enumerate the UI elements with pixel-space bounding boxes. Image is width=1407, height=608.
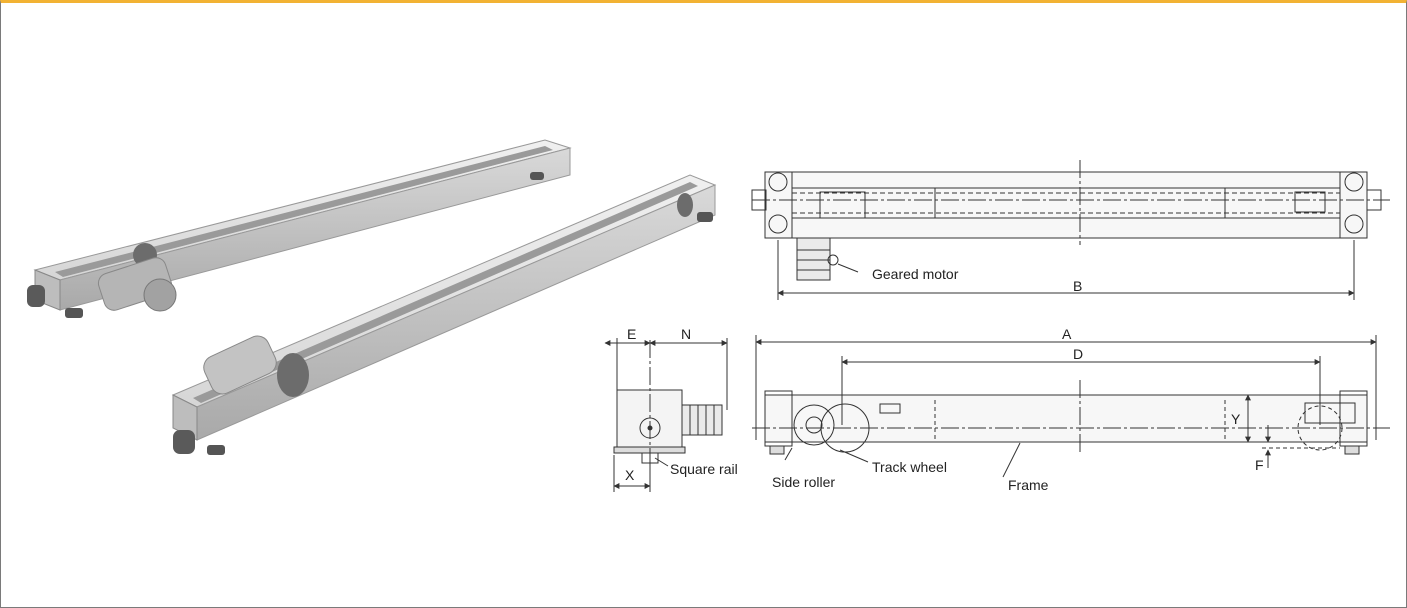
- rear-motor-photo: [97, 257, 177, 312]
- label-geared-motor: Geared motor: [872, 266, 959, 282]
- label-square-rail: Square rail: [670, 461, 738, 477]
- end-view: [604, 338, 728, 492]
- front-beam: [171, 174, 717, 455]
- label-frame: Frame: [1008, 477, 1049, 493]
- dim-n: N: [681, 326, 691, 342]
- rear-beam: [27, 139, 572, 318]
- front-motor-photo: [203, 335, 277, 395]
- end-truck-photo: [27, 139, 717, 455]
- dim-e: E: [627, 326, 636, 342]
- dim-d: D: [1073, 346, 1083, 362]
- dim-f: F: [1255, 457, 1264, 473]
- label-side-roller: Side roller: [772, 474, 835, 490]
- dim-y: Y: [1231, 411, 1241, 427]
- dim-a: A: [1062, 326, 1072, 342]
- side-view: [752, 335, 1390, 478]
- dim-x: X: [625, 467, 635, 483]
- dim-b: B: [1073, 278, 1082, 294]
- label-track-wheel: Track wheel: [872, 459, 947, 475]
- top-view: [751, 160, 1390, 300]
